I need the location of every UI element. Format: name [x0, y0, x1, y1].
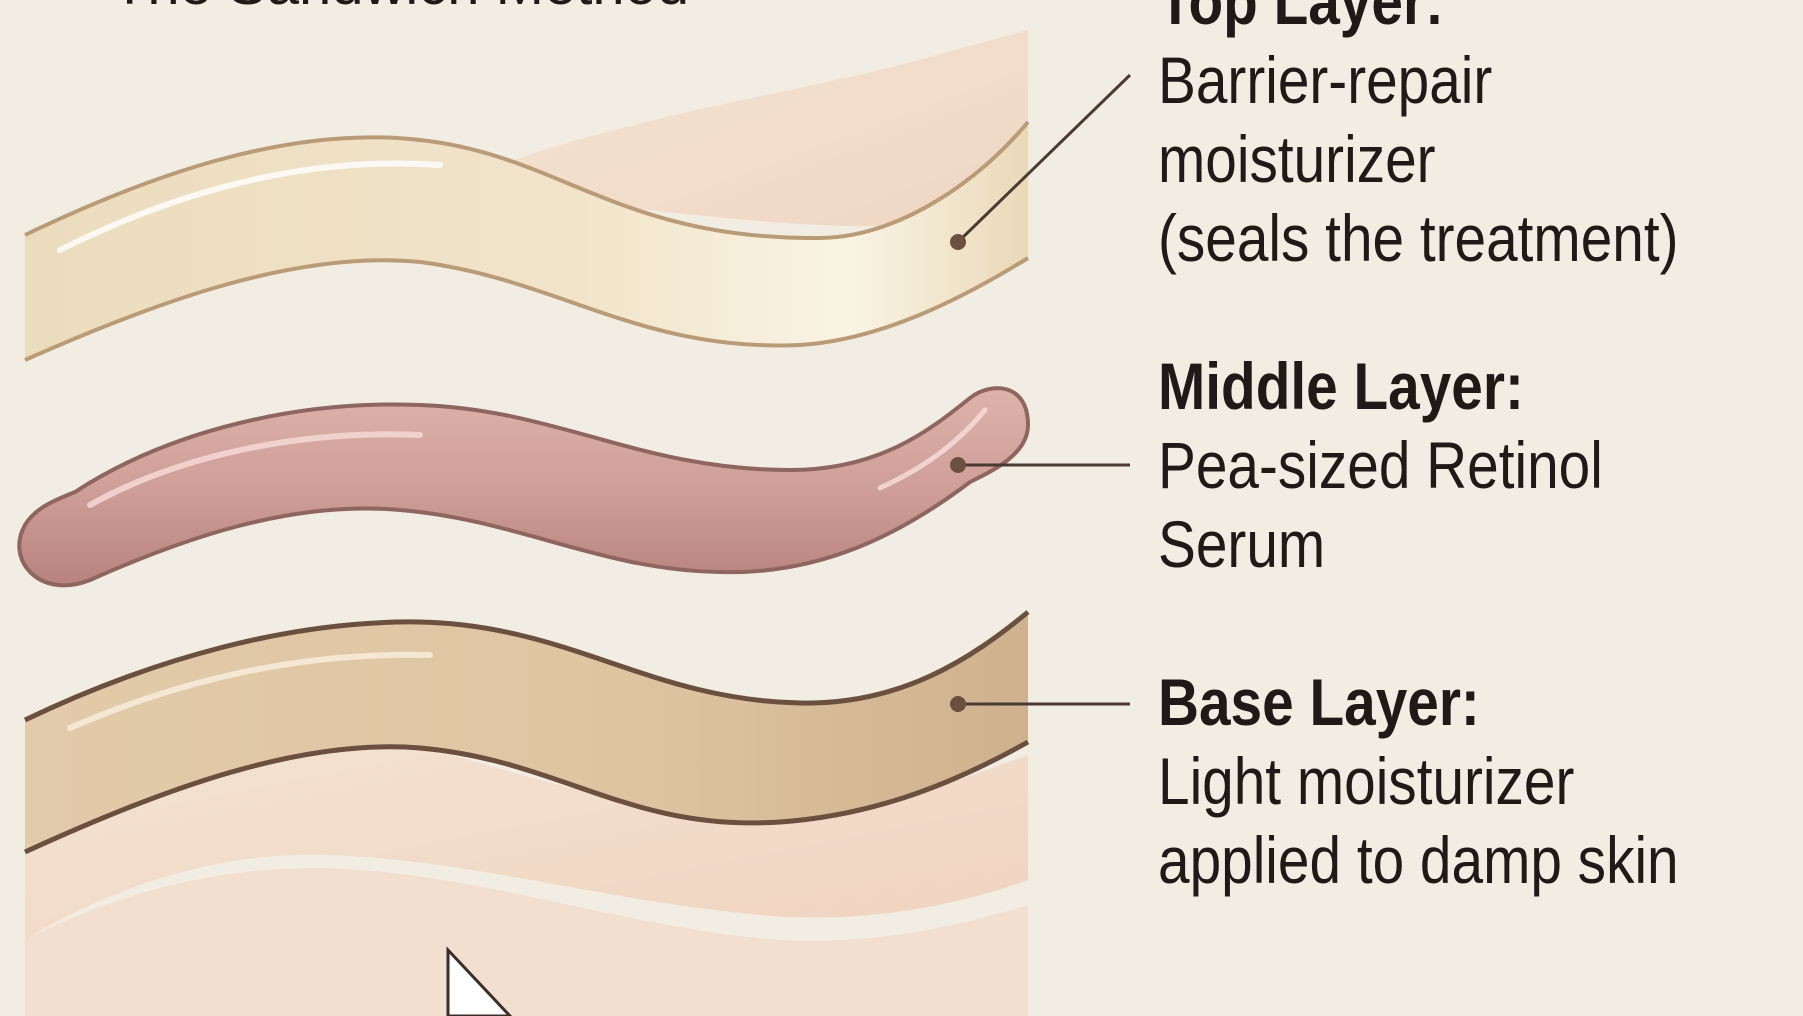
middle-layer-description: Pea-sized Retinol Serum — [1158, 426, 1603, 584]
base-layer-description: Light moisturizer applied to damp skin — [1158, 742, 1679, 900]
base-layer-line: applied to damp skin — [1158, 821, 1679, 900]
top-layer-line: moisturizer — [1158, 120, 1679, 199]
base-layer-line: Light moisturizer — [1158, 742, 1679, 821]
top-layer-line: Barrier-repair — [1158, 41, 1679, 120]
middle-layer-label: Middle Layer: Pea-sized Retinol Serum — [1158, 347, 1603, 584]
diagram-title: The Sandwich Method — [112, 0, 689, 14]
top-layer-label: Top Layer: Barrier-repair moisturizer (s… — [1158, 0, 1679, 278]
base-layer-label: Base Layer: Light moisturizer applied to… — [1158, 663, 1679, 900]
top-layer-heading: Top Layer: — [1158, 0, 1679, 41]
leader-dot-middle — [950, 457, 966, 473]
leader-dot-top — [950, 234, 966, 250]
top-layer-description: Barrier-repair moisturizer (seals the tr… — [1158, 41, 1679, 278]
top-layer-line: (seals the treatment) — [1158, 199, 1679, 278]
middle-layer-line: Pea-sized Retinol — [1158, 426, 1603, 505]
base-layer-heading: Base Layer: — [1158, 663, 1679, 742]
middle-layer-line: Serum — [1158, 505, 1603, 584]
middle-layer-heading: Middle Layer: — [1158, 347, 1603, 426]
leader-dot-base — [950, 696, 966, 712]
middle-layer-band — [19, 388, 1028, 585]
